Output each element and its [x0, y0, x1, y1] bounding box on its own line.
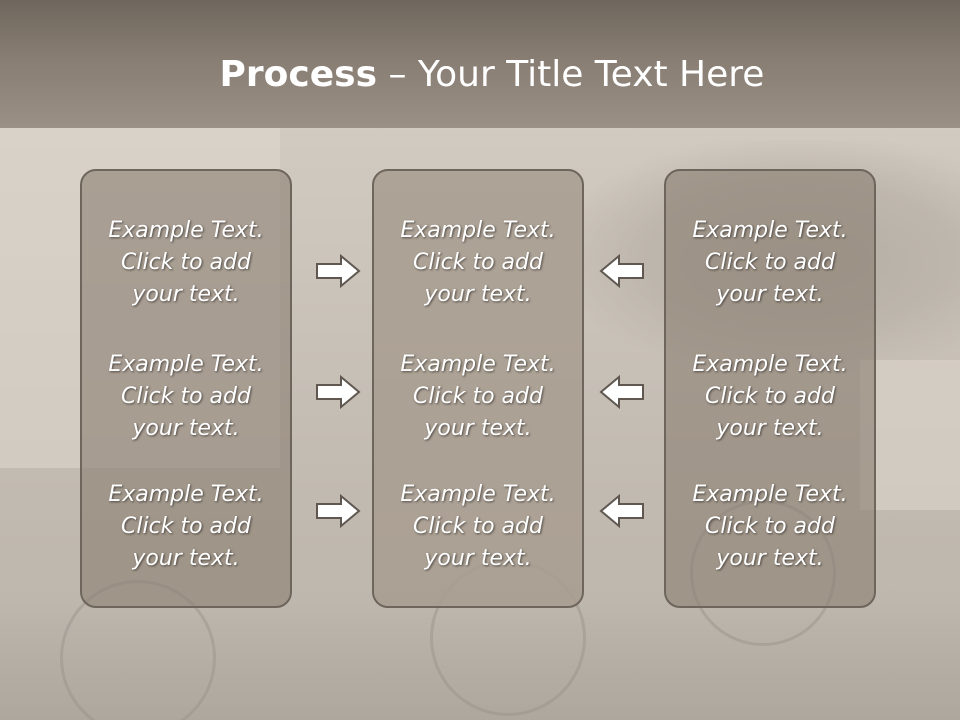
title-bold: Process	[219, 54, 378, 95]
text-line: Example Text.	[400, 352, 556, 377]
arrow-right-icon	[315, 374, 361, 410]
text-line: Click to add	[121, 384, 251, 409]
text-line: Click to add	[121, 514, 251, 539]
text-line: Example Text.	[400, 482, 556, 507]
text-line: your text.	[716, 282, 824, 307]
text-line: Click to add	[413, 384, 543, 409]
box-text[interactable]: Example Text. Click to add your text.	[374, 479, 582, 575]
text-line: your text.	[132, 416, 240, 441]
text-line: your text.	[716, 416, 824, 441]
text-line: your text.	[424, 416, 532, 441]
text-line: Example Text.	[108, 352, 264, 377]
box-text[interactable]: Example Text. Click to add your text.	[666, 349, 874, 445]
arrow-left-icon	[599, 253, 645, 289]
arrow-right-icon	[315, 493, 361, 529]
text-line: Click to add	[121, 250, 251, 275]
slide-title[interactable]: Process – Your Title Text Here	[0, 52, 960, 98]
text-line: Click to add	[705, 250, 835, 275]
text-line: Example Text.	[108, 482, 264, 507]
text-line: Example Text.	[692, 352, 848, 377]
text-line: Click to add	[705, 384, 835, 409]
arrow-left-icon	[599, 374, 645, 410]
process-box-left[interactable]: Example Text. Click to add your text. Ex…	[80, 169, 292, 608]
text-line: Example Text.	[108, 218, 264, 243]
text-line: your text.	[132, 546, 240, 571]
box-text[interactable]: Example Text. Click to add your text.	[82, 479, 290, 575]
text-line: your text.	[424, 282, 532, 307]
box-text[interactable]: Example Text. Click to add your text.	[82, 215, 290, 311]
text-line: your text.	[716, 546, 824, 571]
process-box-right[interactable]: Example Text. Click to add your text. Ex…	[664, 169, 876, 608]
text-line: Click to add	[413, 250, 543, 275]
arrow-right-icon	[315, 253, 361, 289]
text-line: Example Text.	[692, 218, 848, 243]
box-text[interactable]: Example Text. Click to add your text.	[666, 215, 874, 311]
text-line: your text.	[424, 546, 532, 571]
box-text[interactable]: Example Text. Click to add your text.	[374, 215, 582, 311]
box-text[interactable]: Example Text. Click to add your text.	[82, 349, 290, 445]
box-text[interactable]: Example Text. Click to add your text.	[666, 479, 874, 575]
title-bar: Process – Your Title Text Here	[0, 0, 960, 128]
text-line: your text.	[132, 282, 240, 307]
title-rest: – Your Title Text Here	[377, 54, 765, 95]
arrow-left-icon	[599, 493, 645, 529]
text-line: Example Text.	[400, 218, 556, 243]
background-sign	[860, 360, 960, 510]
box-text[interactable]: Example Text. Click to add your text.	[374, 349, 582, 445]
process-box-center[interactable]: Example Text. Click to add your text. Ex…	[372, 169, 584, 608]
text-line: Click to add	[413, 514, 543, 539]
text-line: Example Text.	[692, 482, 848, 507]
text-line: Click to add	[705, 514, 835, 539]
